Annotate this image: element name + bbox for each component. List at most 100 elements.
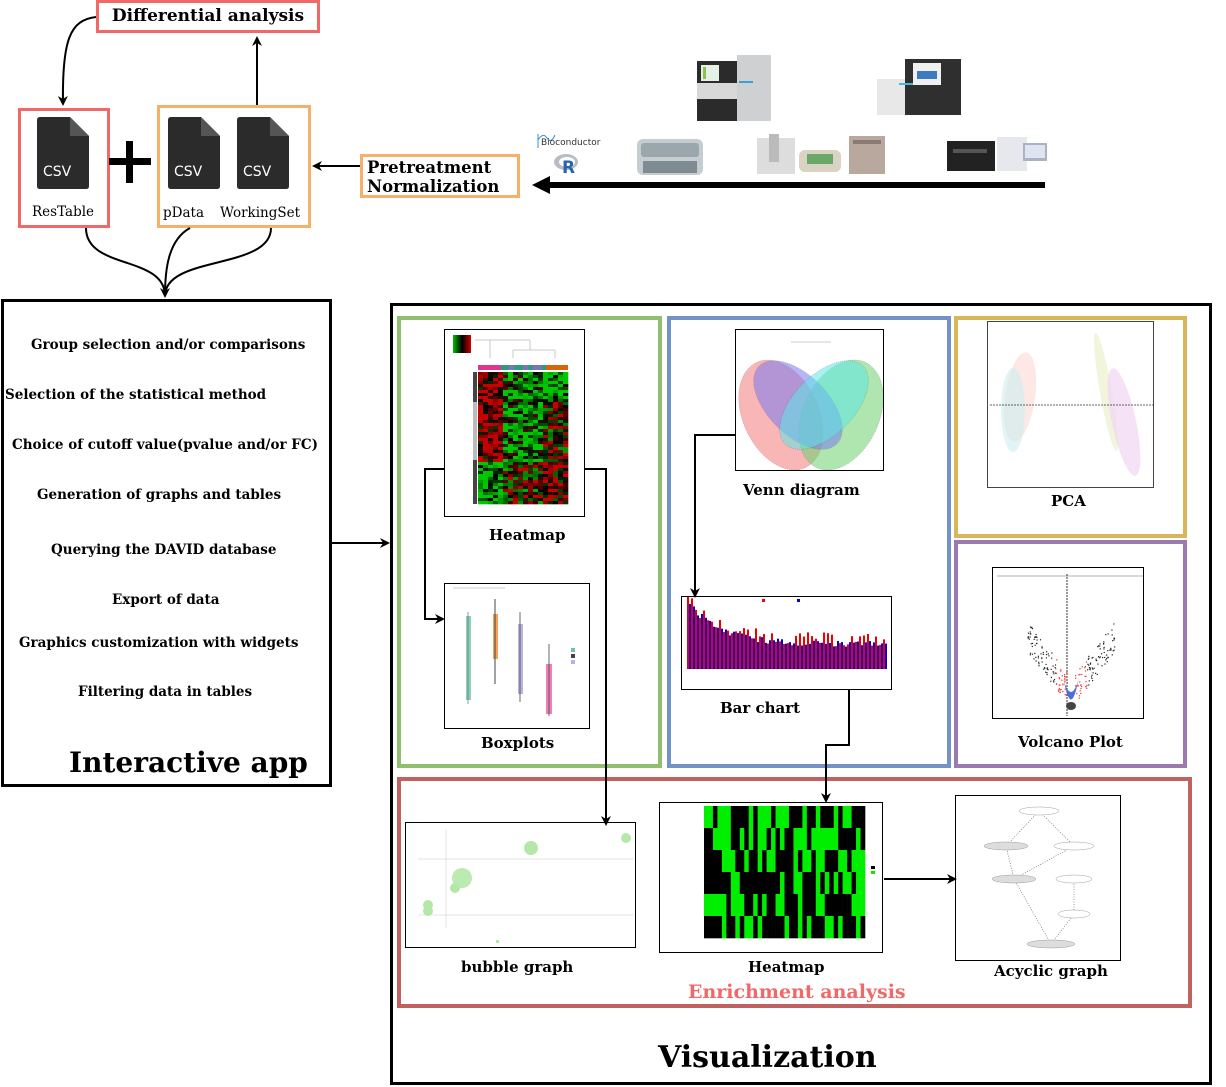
enrichment-cell	[704, 872, 709, 895]
bar-blue	[877, 645, 879, 669]
heatmap-cell	[513, 495, 519, 499]
volcano-point	[1111, 634, 1113, 636]
bar-blue	[745, 634, 747, 669]
heatmap-cell	[503, 390, 509, 394]
volcano-point	[1095, 672, 1097, 674]
heatmap-cell	[523, 450, 529, 454]
heatmap-cell	[563, 378, 569, 382]
enrichment-cell	[704, 806, 709, 829]
heatmap-cell	[478, 438, 484, 442]
curve-workingset	[160, 227, 272, 298]
heatmap-cell	[508, 501, 514, 505]
heatmap-cell	[523, 417, 529, 421]
heatmap-cell	[538, 411, 544, 415]
heatmap-cell	[543, 456, 549, 460]
heatmap-cell	[538, 501, 544, 505]
heatmap-cell	[533, 414, 539, 418]
bar-blue	[709, 620, 711, 669]
enrichment-cell	[766, 850, 772, 873]
heatmap-cell	[493, 492, 499, 496]
heatmap-cell	[558, 396, 564, 400]
bar-red	[779, 641, 781, 669]
volcano-point	[1050, 668, 1052, 670]
bar-red	[811, 636, 813, 669]
acyclic-graph-thumbnail	[955, 795, 1121, 961]
heatmap-cell	[553, 432, 559, 436]
bar-blue	[841, 642, 843, 669]
volcano-point	[1031, 626, 1033, 629]
heatmap-cell	[563, 456, 569, 460]
bar-blue	[805, 644, 807, 669]
heatmap-cell	[563, 459, 569, 463]
heatmap-cell	[503, 498, 509, 502]
heatmap-cell	[518, 447, 524, 451]
enrichment-cell	[833, 828, 839, 851]
bar-red	[771, 633, 773, 669]
heatmap-cell	[533, 402, 539, 406]
heatmap-cell	[493, 501, 499, 505]
heatmap-cell	[498, 501, 504, 505]
heatmap-cell	[523, 492, 529, 496]
volcano-point	[1064, 694, 1066, 696]
bar-blue	[849, 642, 851, 669]
volcano-point	[1081, 686, 1083, 688]
heatmap-cell	[503, 444, 509, 448]
heatmap-cell	[533, 474, 539, 478]
heatmap-cell	[528, 435, 534, 439]
heatmap-cell	[523, 441, 529, 445]
volcano-point	[1084, 670, 1087, 672]
volcano-point	[1091, 677, 1093, 680]
heatmap-cell	[538, 384, 544, 388]
acyclic-graphic	[983, 806, 1095, 949]
heatmap-cell	[503, 489, 509, 493]
heatmap-cell	[538, 450, 544, 454]
volcano-point	[1059, 691, 1061, 693]
volcano-point	[1077, 685, 1079, 687]
venn-caption: Venn diagram	[743, 481, 860, 499]
volcano-point	[1085, 681, 1087, 683]
heatmap-cell	[533, 435, 539, 439]
heatmap-cell	[533, 489, 539, 493]
bar-red	[731, 633, 733, 669]
heatmap-cell	[493, 414, 499, 418]
enrichment-analysis-label: Enrichment analysis	[688, 981, 906, 1003]
enrichment-cell	[730, 894, 736, 917]
volcano-point	[1087, 669, 1089, 671]
heatmap-cell	[503, 423, 509, 427]
heatmap-cell	[538, 378, 544, 382]
enrichment-cell	[712, 850, 718, 873]
volcano-point	[1066, 671, 1068, 674]
enrichment-cell	[739, 916, 745, 939]
heatmap-cell	[558, 486, 564, 490]
volcano-point	[1079, 673, 1081, 676]
heatmap-cell	[538, 405, 544, 409]
heatmap-cell	[533, 480, 539, 484]
heatmap-cell	[483, 498, 489, 502]
enrichment-cell	[766, 894, 772, 917]
bar-blue	[869, 641, 871, 669]
enrichment-cell	[735, 806, 741, 829]
heatmap-cell	[528, 390, 534, 394]
heatmap-cell	[483, 411, 489, 415]
enrichment-cell	[784, 850, 790, 873]
heatmap-cell	[478, 483, 484, 487]
enrichment-cell	[838, 828, 843, 851]
enrichment-cell	[704, 850, 709, 873]
volcano-point	[1035, 656, 1037, 658]
volcano-point	[1084, 665, 1086, 668]
heatmap-cell	[503, 432, 509, 436]
enrichment-cell	[842, 806, 848, 829]
plus-icon	[109, 141, 151, 183]
heatmap-cell	[538, 486, 544, 490]
enrichment-cell	[842, 850, 848, 873]
heatmap-cell	[543, 408, 549, 412]
enrichment-cell	[780, 850, 785, 873]
enrichment-cell	[766, 872, 772, 895]
enrichment-cell	[842, 872, 848, 895]
heatmap-cell	[513, 459, 519, 463]
volcano-point	[1089, 669, 1091, 671]
heatmap-cell	[558, 417, 564, 421]
enrichment-cell	[806, 894, 812, 917]
bar-red	[819, 642, 821, 669]
heatmap-cell	[548, 417, 554, 421]
